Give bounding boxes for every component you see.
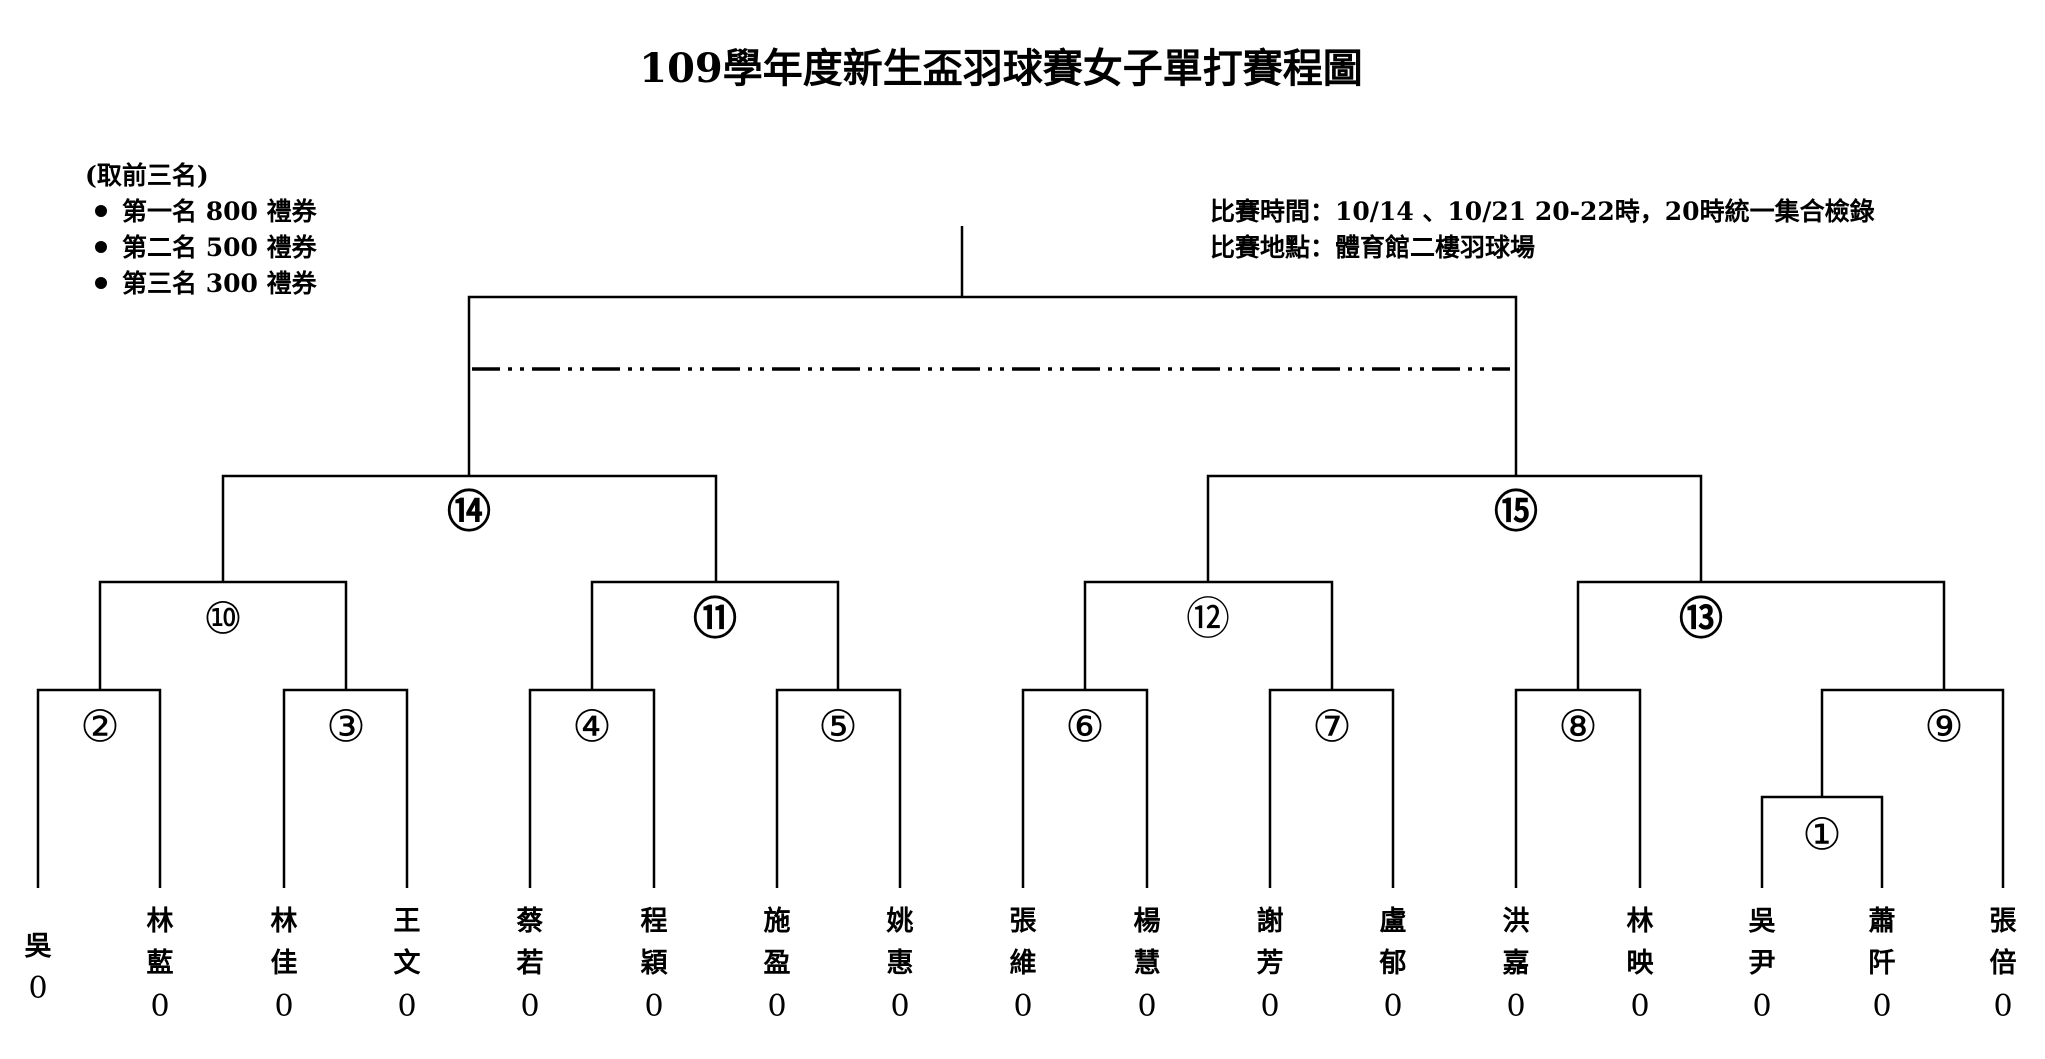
player-name-char: 林 (1627, 906, 1654, 937)
player-names: 吳0林藍0林佳0王文0蔡若0程穎0施盈0姚惠0張維0楊慧0謝芳0盧郁0洪嘉0林映… (25, 906, 2018, 1024)
match-number-4: ④ (572, 702, 611, 753)
player-name-char: 若 (517, 948, 544, 979)
prize-list: (取前三名) 第一名 800 禮券 第二名 500 禮券 第三名 300 禮券 (85, 161, 318, 298)
prize-third: 第三名 300 禮券 (122, 269, 318, 298)
match-venue: 比賽地點：體育館二樓羽球場 (1210, 233, 1535, 262)
match-number-6: ⑥ (1065, 702, 1104, 753)
player-name-char: 阡 (1869, 948, 1896, 979)
player-name-char: 文 (394, 947, 422, 979)
player-score: 0 (890, 989, 909, 1024)
match-number-14: ⑭ (447, 487, 491, 538)
player-name-char: 洪 (1503, 906, 1530, 937)
player-name-char: 王 (394, 906, 421, 937)
player-name-char: 楊 (1134, 906, 1161, 937)
player-name-char: 維 (1010, 948, 1037, 979)
bracket-final (467, 295, 1518, 476)
player-score: 0 (767, 989, 786, 1024)
page-title: 109學年度新生盃羽球賽女子單打賽程圖 (639, 45, 1363, 92)
player-name-char: 吳 (1749, 906, 1777, 937)
player-name-char: 盧 (1380, 906, 1407, 937)
player-name-char: 穎 (641, 948, 669, 979)
event-info: 比賽時間：10/14 、10/21 20-22時，20時統一集合檢錄 比賽地點：… (1210, 197, 1875, 262)
player-score: 0 (397, 989, 416, 1024)
player-name-char: 嘉 (1503, 948, 1530, 979)
match-number-7: ⑦ (1312, 702, 1351, 753)
player-score: 0 (1752, 989, 1771, 1024)
player-name-char: 尹 (1749, 948, 1776, 979)
bullet-icon (95, 241, 107, 253)
player-score: 0 (1013, 989, 1032, 1024)
match-number-13: ⑬ (1679, 594, 1723, 645)
player-name-char: 蕭 (1869, 906, 1896, 937)
match-number-12: ⑫ (1186, 594, 1230, 645)
match-number-15: ⑮ (1494, 487, 1538, 538)
prize-heading: (取前三名) (85, 161, 209, 190)
match-number-10: ⑩ (203, 594, 242, 645)
player-name-char: 蔡 (517, 906, 544, 937)
player-score: 0 (1137, 989, 1156, 1024)
player-score: 0 (1630, 989, 1649, 1024)
player-score: 0 (1506, 989, 1525, 1024)
player-name-char: 張 (1990, 906, 2018, 937)
player-name-char: 慧 (1134, 948, 1161, 979)
player-score: 0 (644, 989, 663, 1024)
player-name-char: 倍 (1990, 947, 2017, 979)
match-number-8: ⑧ (1558, 702, 1597, 753)
bracket-match-15 (1206, 474, 1703, 582)
prize-first: 第一名 800 禮券 (122, 197, 318, 226)
match-number-3: ③ (326, 702, 365, 753)
player-name-char: 郁 (1379, 948, 1407, 979)
player-name-char: 惠 (887, 948, 914, 979)
player-name-char: 謝 (1257, 906, 1284, 937)
match-labels: ① ② ③ ④ ⑤ ⑥ ⑦ ⑧ ⑨ ⑩ ⑪ ⑫ ⑬ ⑭ ⑮ (80, 487, 1963, 861)
bullet-icon (95, 205, 107, 217)
bracket-match-9 (1820, 688, 2005, 888)
player-name-char: 映 (1627, 948, 1654, 979)
match-number-2: ② (80, 702, 119, 753)
player-name-char: 施 (764, 906, 791, 937)
player-score: 0 (150, 989, 169, 1024)
player-name-char: 吳 (25, 931, 53, 962)
player-score: 0 (274, 989, 293, 1024)
match-number-9: ⑨ (1924, 702, 1963, 753)
bracket-lines (36, 226, 2005, 888)
player-score: 0 (1260, 989, 1279, 1024)
match-number-11: ⑪ (693, 594, 737, 645)
player-score: 0 (1993, 989, 2012, 1024)
match-time: 比賽時間：10/14 、10/21 20-22時，20時統一集合檢錄 (1210, 197, 1875, 226)
player-name-char: 張 (1010, 906, 1038, 937)
player-name-char: 姚 (886, 906, 914, 937)
player-name-char: 芳 (1257, 948, 1284, 979)
player-name-char: 盈 (764, 948, 791, 979)
player-score: 0 (520, 989, 539, 1024)
match-number-1: ① (1802, 810, 1841, 861)
player-name-char: 林 (147, 906, 174, 937)
match-number-5: ⑤ (818, 702, 857, 753)
player-name-char: 程 (641, 906, 668, 937)
player-name-char: 林 (271, 906, 298, 937)
bullet-icon (95, 277, 107, 289)
player-score: 0 (1872, 989, 1891, 1024)
player-name-char: 佳 (271, 948, 298, 979)
player-score: 0 (28, 971, 47, 1006)
player-score: 0 (1383, 989, 1402, 1024)
player-name-char: 藍 (147, 948, 174, 979)
prize-second: 第二名 500 禮券 (122, 233, 318, 262)
bracket-match-13 (1576, 580, 1946, 690)
